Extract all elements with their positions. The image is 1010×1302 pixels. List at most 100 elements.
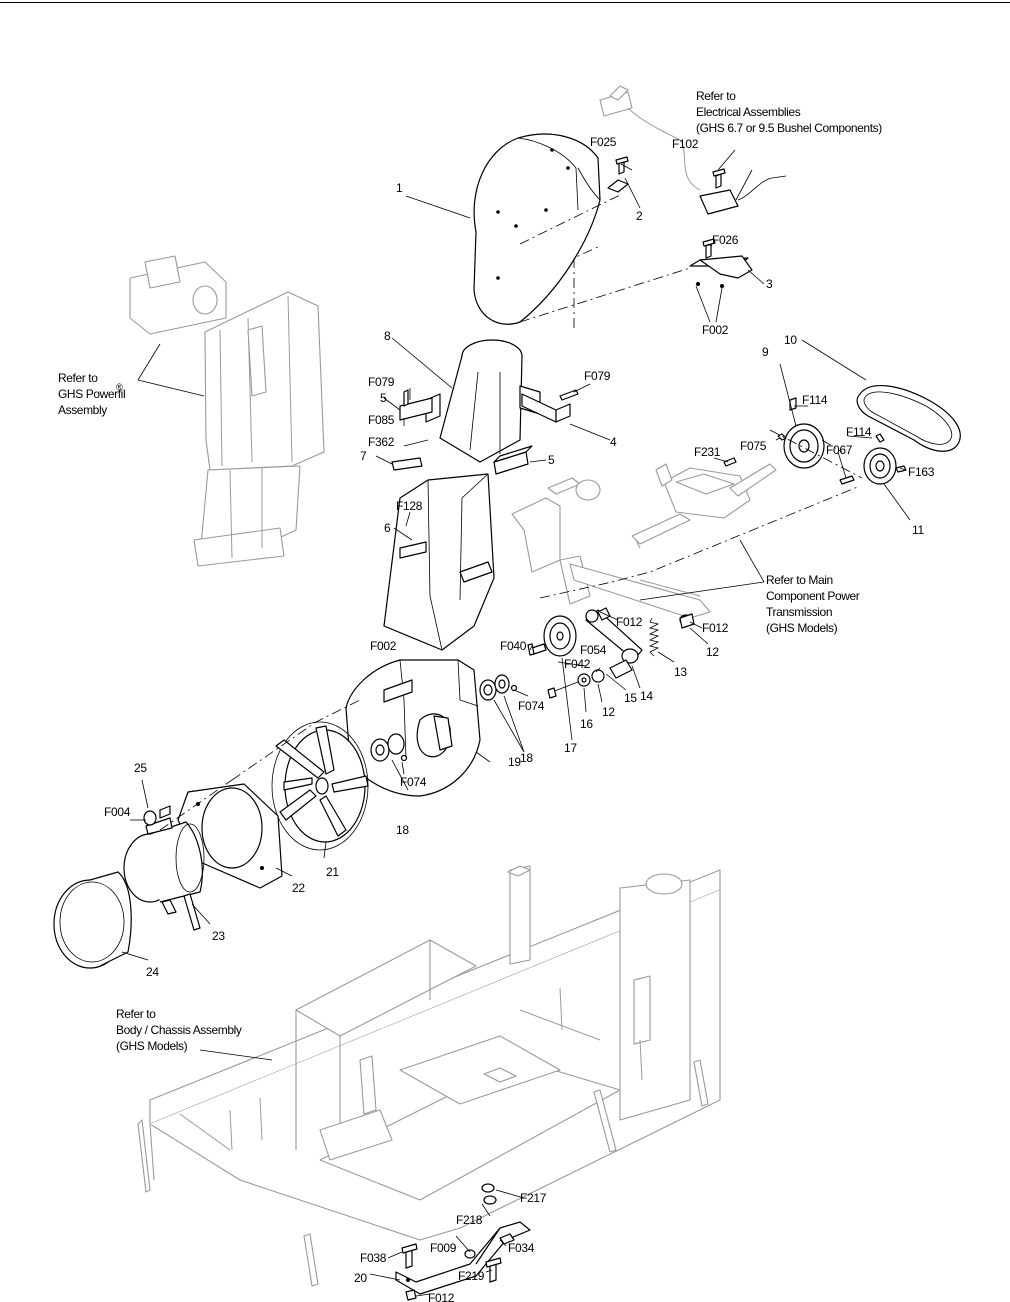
- note-electrical-line1: Refer to: [696, 89, 736, 103]
- key-f231: [723, 457, 737, 467]
- callout-f004: F004: [104, 805, 131, 819]
- callout-18b: 18: [396, 823, 409, 837]
- electrical-reference-drawing: [599, 85, 787, 215]
- callout-17: 17: [564, 741, 577, 755]
- callout-11: 11: [912, 523, 924, 537]
- note-powerfil: Refer to GHS Powerfil ® Assembly: [58, 371, 126, 417]
- callout-7: 7: [360, 449, 367, 463]
- callout-f009: F009: [430, 1241, 457, 1255]
- callout-21: 21: [326, 865, 339, 879]
- callout-f025: F025: [590, 135, 617, 149]
- seal-strip: [391, 457, 423, 471]
- callout-f085: F085: [368, 413, 395, 427]
- note-electrical: Refer to Electrical Assemblies (GHS 6.7 …: [696, 89, 883, 135]
- note-electrical-line2: Electrical Assemblies: [696, 105, 801, 119]
- header-rule: [0, 2, 1010, 3]
- callout-f362: F362: [368, 435, 395, 449]
- blower-housing: [345, 659, 481, 797]
- callout-f217: F217: [520, 1191, 547, 1205]
- callout-2: 2: [636, 209, 643, 223]
- note-transmission-line2: Component Power: [766, 589, 860, 603]
- callout-16: 16: [580, 717, 593, 731]
- callout-f114b: F114: [846, 425, 872, 439]
- note-transmission: Refer to Main Component Power Transmissi…: [766, 573, 860, 635]
- note-transmission-line4: (GHS Models): [766, 621, 838, 635]
- callout-9: 9: [762, 345, 769, 359]
- callout-f218: F218: [456, 1213, 483, 1227]
- callout-f079b: F079: [584, 369, 611, 383]
- callout-14: 14: [640, 689, 653, 703]
- callout-f034: F034: [508, 1241, 535, 1255]
- callout-f002a: F002: [702, 323, 729, 337]
- chassis-reference-drawing: [137, 865, 721, 1287]
- bolt-f362: [403, 439, 429, 447]
- callout-f075: F075: [740, 439, 767, 453]
- assembly-center-lines: [159, 193, 863, 831]
- callout-8: 8: [384, 329, 391, 343]
- note-electrical-line3: (GHS 6.7 or 9.5 Bushel Components): [696, 121, 882, 135]
- support-bracket: [395, 1183, 531, 1301]
- callout-13: 13: [674, 665, 687, 679]
- discharge-hood: [473, 133, 601, 325]
- set-screw-f114: [789, 397, 797, 411]
- callout-20: 20: [354, 1271, 367, 1285]
- transmission-reference-drawing: [511, 463, 777, 619]
- callout-f128: F128: [396, 499, 423, 513]
- callout-4: 4: [610, 435, 617, 449]
- callout-f163: F163: [908, 465, 935, 479]
- callout-f231: F231: [694, 445, 721, 459]
- driven-pulley: [839, 433, 907, 485]
- callout-f012b: F012: [702, 621, 729, 635]
- callout-19: 19: [508, 755, 521, 769]
- note-chassis: Refer to Body / Chassis Assembly (GHS Mo…: [116, 1007, 242, 1053]
- callout-22: 22: [292, 881, 305, 895]
- lower-discharge-chute: [383, 473, 495, 651]
- callout-23: 23: [212, 929, 225, 943]
- registered-mark: ®: [116, 382, 123, 392]
- callout-12b: 12: [602, 705, 615, 719]
- chute-bracket-right: [521, 389, 579, 423]
- callout-f114a: F114: [802, 393, 828, 407]
- idler-pulley: [527, 615, 577, 657]
- housing-bearings: [370, 733, 408, 762]
- clamp-f004: [143, 805, 171, 826]
- callout-f042: F042: [564, 657, 591, 671]
- drive-pulley: [777, 423, 825, 469]
- note-chassis-line1: Refer to: [116, 1007, 156, 1021]
- leader-lines: [121, 149, 911, 1297]
- callout-f040: F040: [500, 639, 527, 653]
- chute-bracket-left: [399, 389, 433, 421]
- callout-15: 15: [624, 691, 637, 705]
- callout-18a: 18: [520, 751, 533, 765]
- note-chassis-line3: (GHS Models): [116, 1039, 188, 1053]
- powerfil-reference-drawing: [129, 255, 325, 567]
- callout-f012a: F012: [616, 615, 643, 629]
- callout-24: 24: [146, 965, 159, 979]
- intake-adapter: [123, 817, 205, 931]
- callout-f038: F038: [360, 1251, 387, 1265]
- callout-f026: F026: [712, 233, 739, 247]
- callout-f002b: F002: [370, 639, 397, 653]
- callout-25: 25: [134, 761, 147, 775]
- callout-10: 10: [784, 333, 797, 347]
- v-belt: [856, 384, 961, 452]
- callout-f074a: F074: [518, 699, 545, 713]
- chute-bracket-lower: [493, 445, 533, 475]
- callout-5b: 5: [548, 453, 555, 467]
- callout-f054: F054: [580, 643, 607, 657]
- callout-3: 3: [766, 277, 773, 291]
- callout-1: 1: [396, 181, 403, 195]
- callout-f102: F102: [672, 137, 699, 151]
- fan-impeller: [271, 721, 369, 851]
- callout-f079a: F079: [368, 375, 395, 389]
- callout-labels: 1 2 3 4 5 5 6 7 8 9 10 11 12 12 13 14 15…: [104, 135, 935, 1302]
- bearings: [479, 674, 518, 701]
- callout-f074b: F074: [400, 775, 427, 789]
- note-chassis-line2: Body / Chassis Assembly: [116, 1023, 242, 1037]
- callout-5a: 5: [380, 391, 387, 405]
- callout-6: 6: [384, 521, 391, 535]
- callout-f219: F219: [458, 1269, 485, 1283]
- callout-f067: F067: [826, 443, 853, 457]
- note-transmission-line1: Refer to Main: [766, 573, 833, 587]
- spring: [648, 617, 660, 657]
